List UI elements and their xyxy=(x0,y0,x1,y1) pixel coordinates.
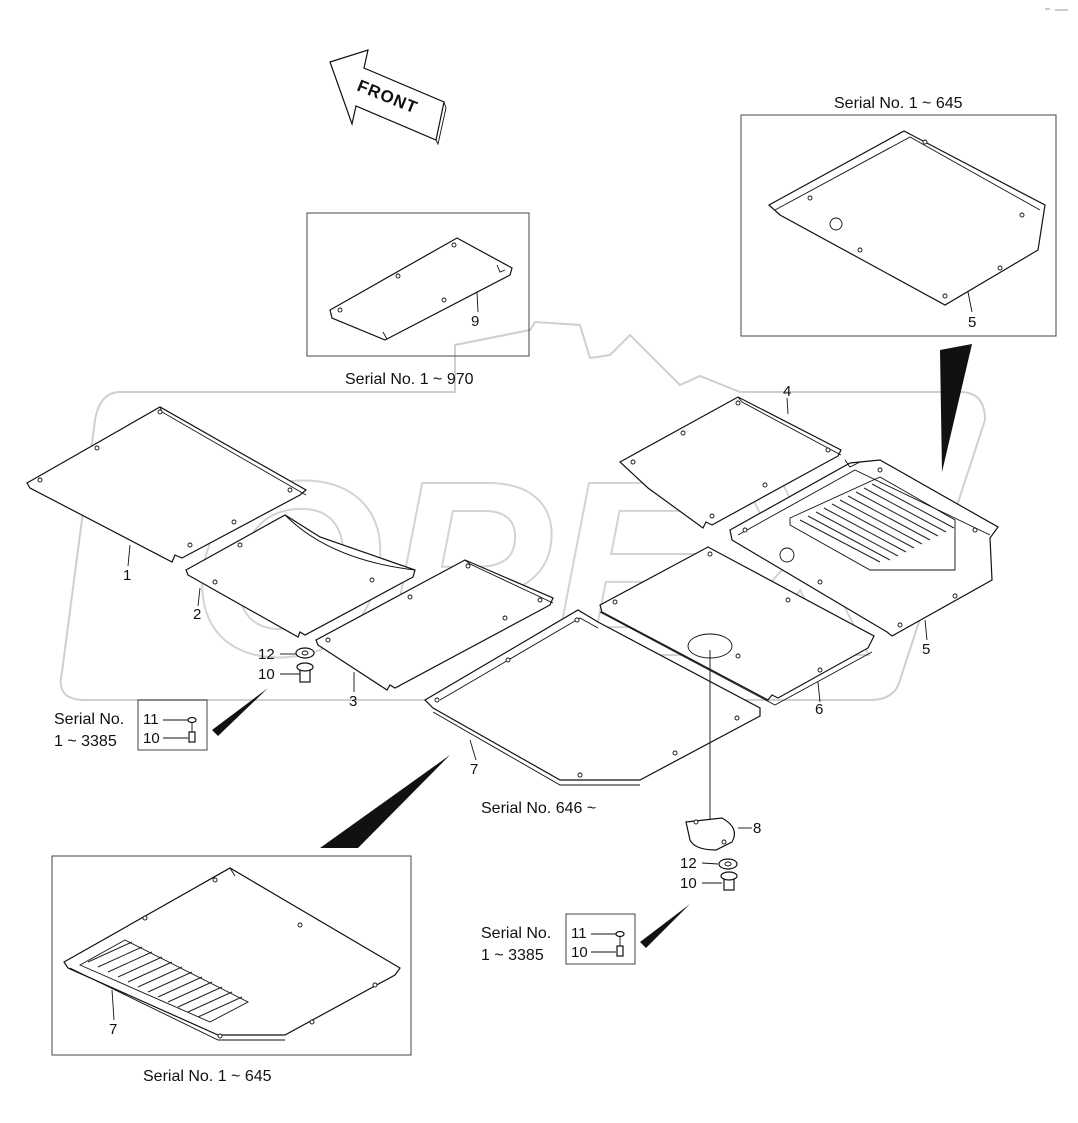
callout-7-box: 7 xyxy=(109,1021,117,1038)
callout-9: 9 xyxy=(471,313,479,330)
callout-11-right-box: 11 xyxy=(571,925,587,942)
plate-part3: 3 xyxy=(315,559,554,710)
callout-10-right-box: 10 xyxy=(571,944,588,961)
callout-3: 3 xyxy=(349,693,357,710)
plate-part4: 4 xyxy=(618,383,842,529)
vent-grille-part7 xyxy=(78,939,249,1023)
callout-6: 6 xyxy=(815,701,823,718)
pointer-wedge-part5 xyxy=(940,344,972,472)
front-arrow: FRONT xyxy=(329,49,447,146)
pointer-wedge-part7 xyxy=(320,755,450,848)
callout-8: 8 xyxy=(753,820,761,837)
plate-part5: 5 xyxy=(729,459,999,658)
plate-part7: 7 xyxy=(424,609,761,786)
callout-10-left: 10 xyxy=(258,666,275,683)
callout-12-right: 12 xyxy=(680,855,697,872)
callout-1: 1 xyxy=(123,567,131,584)
callout-12-left: 12 xyxy=(258,646,275,663)
vent-grille-part5 xyxy=(789,476,956,571)
caption-serial-left-1: Serial No. xyxy=(54,711,124,728)
pointer-wedge-left-fasteners xyxy=(212,688,268,736)
hardware-right: 12 10 xyxy=(680,855,738,892)
caption-serial-left-2: 1 ~ 3385 xyxy=(54,733,117,750)
caption-serial-1-645-bottom: Serial No. 1 ~ 645 xyxy=(143,1068,272,1085)
inset-box-fasteners-left: Serial No. 1 ~ 3385 11 10 xyxy=(54,699,208,751)
callout-10-right: 10 xyxy=(680,875,697,892)
hardware-left: 12 10 xyxy=(258,646,315,683)
caption-serial-right-1: Serial No. xyxy=(481,925,551,942)
corner-mark xyxy=(1045,8,1068,11)
inset-box-fasteners-right: Serial No. 1 ~ 3385 11 10 xyxy=(481,913,636,965)
callout-5-main: 5 xyxy=(922,641,930,658)
callout-7-main: 7 xyxy=(470,761,478,778)
plate-part6: 6 xyxy=(599,546,875,718)
inset-box-part9: 9 Serial No. 1 ~ 970 xyxy=(306,212,530,388)
caption-serial-1-970: Serial No. 1 ~ 970 xyxy=(345,371,474,388)
plate-part1: 1 xyxy=(26,406,308,584)
cover-part8: 8 xyxy=(685,817,761,851)
callout-5-box: 5 xyxy=(968,314,976,331)
callout-10-left-box: 10 xyxy=(143,730,160,747)
plate-part2: 2 xyxy=(185,514,416,638)
caption-serial-646: Serial No. 646 ~ xyxy=(481,800,596,817)
inset-box-part5: Serial No. 1 ~ 645 5 xyxy=(740,95,1057,337)
callout-2: 2 xyxy=(193,606,201,623)
caption-serial-1-645-top: Serial No. 1 ~ 645 xyxy=(834,95,963,112)
caption-serial-right-2: 1 ~ 3385 xyxy=(481,947,544,964)
inset-box-part7: 7 xyxy=(51,855,412,1056)
callout-11-left-box: 11 xyxy=(143,711,159,728)
callout-4: 4 xyxy=(783,383,791,400)
pointer-wedge-right-fasteners xyxy=(640,904,690,948)
